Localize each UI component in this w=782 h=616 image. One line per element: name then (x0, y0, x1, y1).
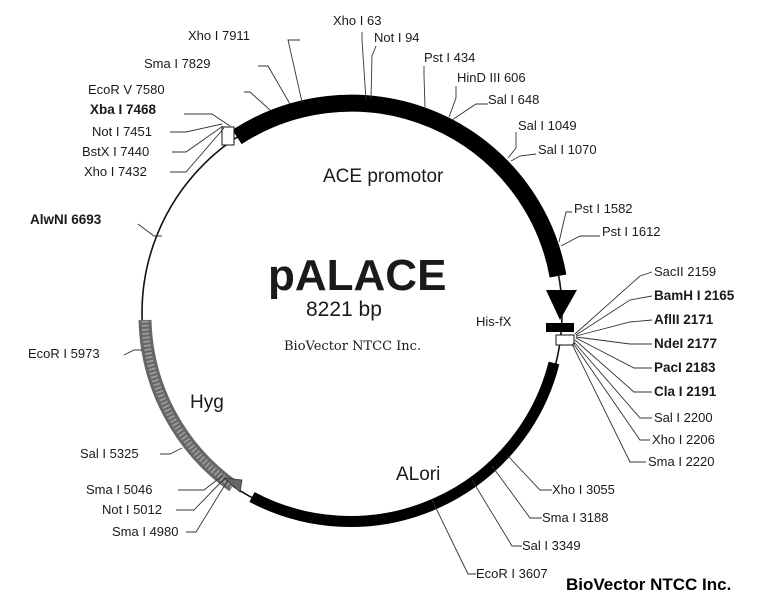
feature-label-hyg: Hyg (190, 392, 224, 413)
site-label: BamH I 2165 (654, 288, 735, 303)
site-label: AlwNI 6693 (30, 212, 102, 227)
hisfx-bar (546, 323, 574, 332)
plasmid-name: pALACE (268, 251, 446, 300)
site-label: SacII 2159 (654, 264, 716, 279)
site-label: Sma I 3188 (542, 510, 609, 525)
site-label: PacI 2183 (654, 360, 716, 375)
site-label: EcoR I 5973 (28, 346, 100, 361)
site-label: Xho I 63 (333, 13, 381, 28)
site-label: Xho I 7432 (84, 164, 147, 179)
brand-label: BioVector NTCC Inc. (566, 575, 731, 594)
site-label: Pst I 1582 (574, 201, 633, 216)
site-label: Xho I 7911 (188, 28, 250, 43)
site-label: Not I 7451 (92, 124, 152, 139)
site-label: Not I 94 (374, 30, 420, 45)
site-label: Sma I 2220 (648, 454, 715, 469)
site-label: HinD III 606 (457, 70, 526, 85)
feature-label-hisfx: His-fX (476, 314, 512, 329)
alori-arc (249, 361, 560, 527)
ace-promotor-arc (232, 94, 567, 278)
site-label: Sma I 4980 (112, 524, 179, 539)
site-label: Sal I 2200 (654, 410, 713, 425)
site-label: Pst I 1612 (602, 224, 661, 239)
site-label: Not I 5012 (102, 502, 162, 517)
site-label: Xho I 3055 (552, 482, 615, 497)
site-label: EcoR I 3607 (476, 566, 548, 581)
feature-label-ace: ACE promotor (323, 166, 444, 187)
plasmid-size: 8221 bp (306, 298, 382, 321)
site-label: Sma I 7829 (144, 56, 211, 71)
site-label: Sal I 5325 (80, 446, 139, 461)
watermark: BioVector NTCC Inc. (284, 339, 421, 354)
site-label: Sal I 648 (488, 92, 539, 107)
mcs-box (555, 334, 575, 346)
site-label: NdeI 2177 (654, 336, 717, 351)
hyg-arrowhead (222, 477, 243, 493)
site-labels: Xho I 63 Not I 94 Pst I 434 HinD III 606… (28, 13, 735, 581)
site-label: Pst I 434 (424, 50, 475, 65)
ace-promotor-arrowhead (546, 290, 577, 320)
hyg-arc-inner (141, 319, 236, 489)
site-label: BstX I 7440 (82, 144, 149, 159)
site-label: Sal I 1049 (518, 118, 577, 133)
site-label: Sal I 1070 (538, 142, 597, 157)
site-label: Xho I 2206 (652, 432, 715, 447)
leader-lines (123, 32, 653, 575)
site-label: Cla I 2191 (654, 384, 717, 399)
feature-label-alori: ALori (396, 464, 440, 485)
site-label: EcoR V 7580 (88, 82, 165, 97)
site-label: Xba I 7468 (90, 102, 157, 117)
xba-box (221, 126, 235, 146)
site-label: Sma I 5046 (86, 482, 153, 497)
site-label: AflII 2171 (654, 312, 714, 327)
site-label: Sal I 3349 (522, 538, 581, 553)
